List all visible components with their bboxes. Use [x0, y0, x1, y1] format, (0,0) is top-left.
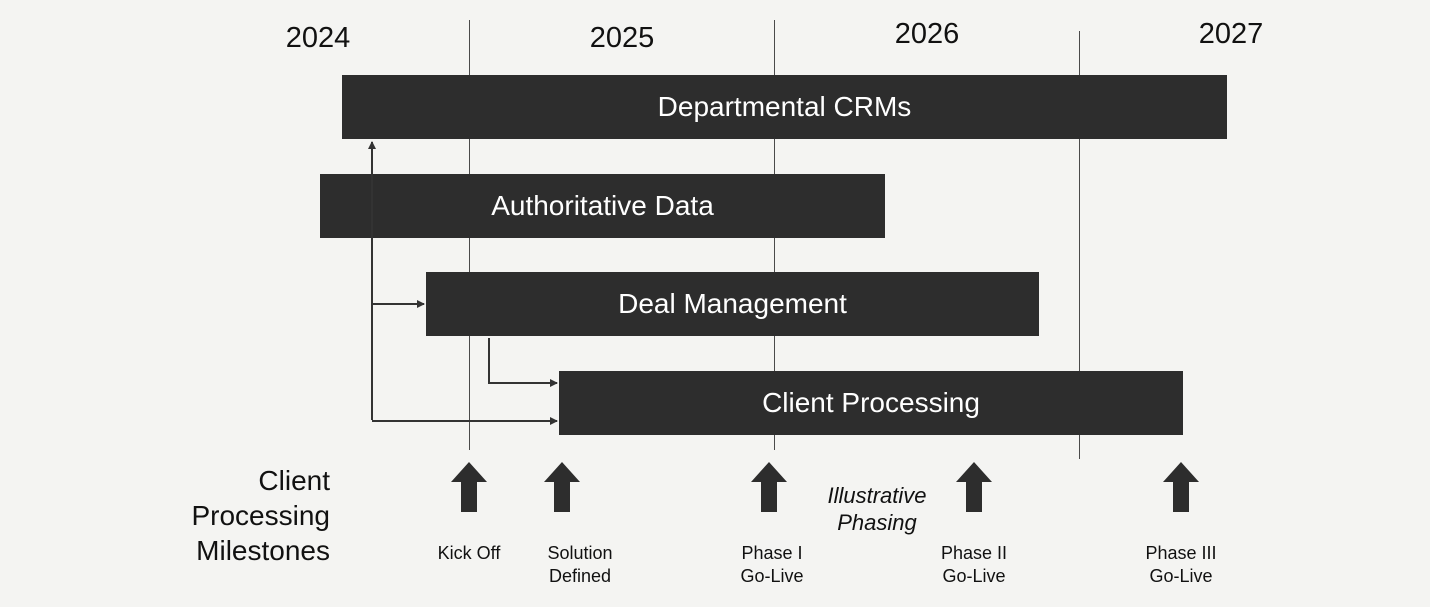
year-label-2025: 2025 — [589, 22, 655, 54]
milestone-solution-defined: Solution Defined — [502, 462, 622, 588]
connector-deal-to-client-processing — [488, 338, 558, 387]
up-arrow-icon — [544, 462, 580, 512]
up-arrow-icon — [751, 462, 787, 512]
milestone-label: Kick Off — [437, 543, 501, 563]
milestone-phase-1-go-live: Phase I Go-Live — [709, 462, 829, 588]
illustrative-phasing-note: Illustrative Phasing — [827, 483, 927, 535]
up-arrow-icon — [956, 462, 992, 512]
milestone-label: Solution Defined — [547, 543, 613, 586]
up-arrow-icon — [1163, 462, 1199, 512]
up-arrow-icon — [451, 462, 487, 512]
year-label-2027: 2027 — [1198, 18, 1264, 50]
year-label-2024: 2024 — [285, 22, 351, 54]
milestone-kick-off: Kick Off — [409, 462, 529, 565]
bar-client-processing: Client Processing — [559, 371, 1183, 435]
bar-authoritative-data: Authoritative Data — [320, 174, 885, 238]
year-label-2026: 2026 — [894, 18, 960, 50]
milestones-title: Client Processing Milestones — [191, 465, 330, 566]
milestone-phase-2-go-live: Phase II Go-Live — [914, 462, 1034, 588]
bar-departmental-crms: Departmental CRMs — [342, 75, 1227, 139]
year-divider-2027 — [1079, 31, 1080, 459]
milestone-label: Phase III Go-Live — [1145, 543, 1217, 586]
milestone-label: Phase I Go-Live — [740, 543, 804, 586]
bar-deal-management: Deal Management — [426, 272, 1039, 336]
milestone-label: Phase II Go-Live — [940, 543, 1008, 586]
milestone-phase-3-go-live: Phase III Go-Live — [1121, 462, 1241, 588]
